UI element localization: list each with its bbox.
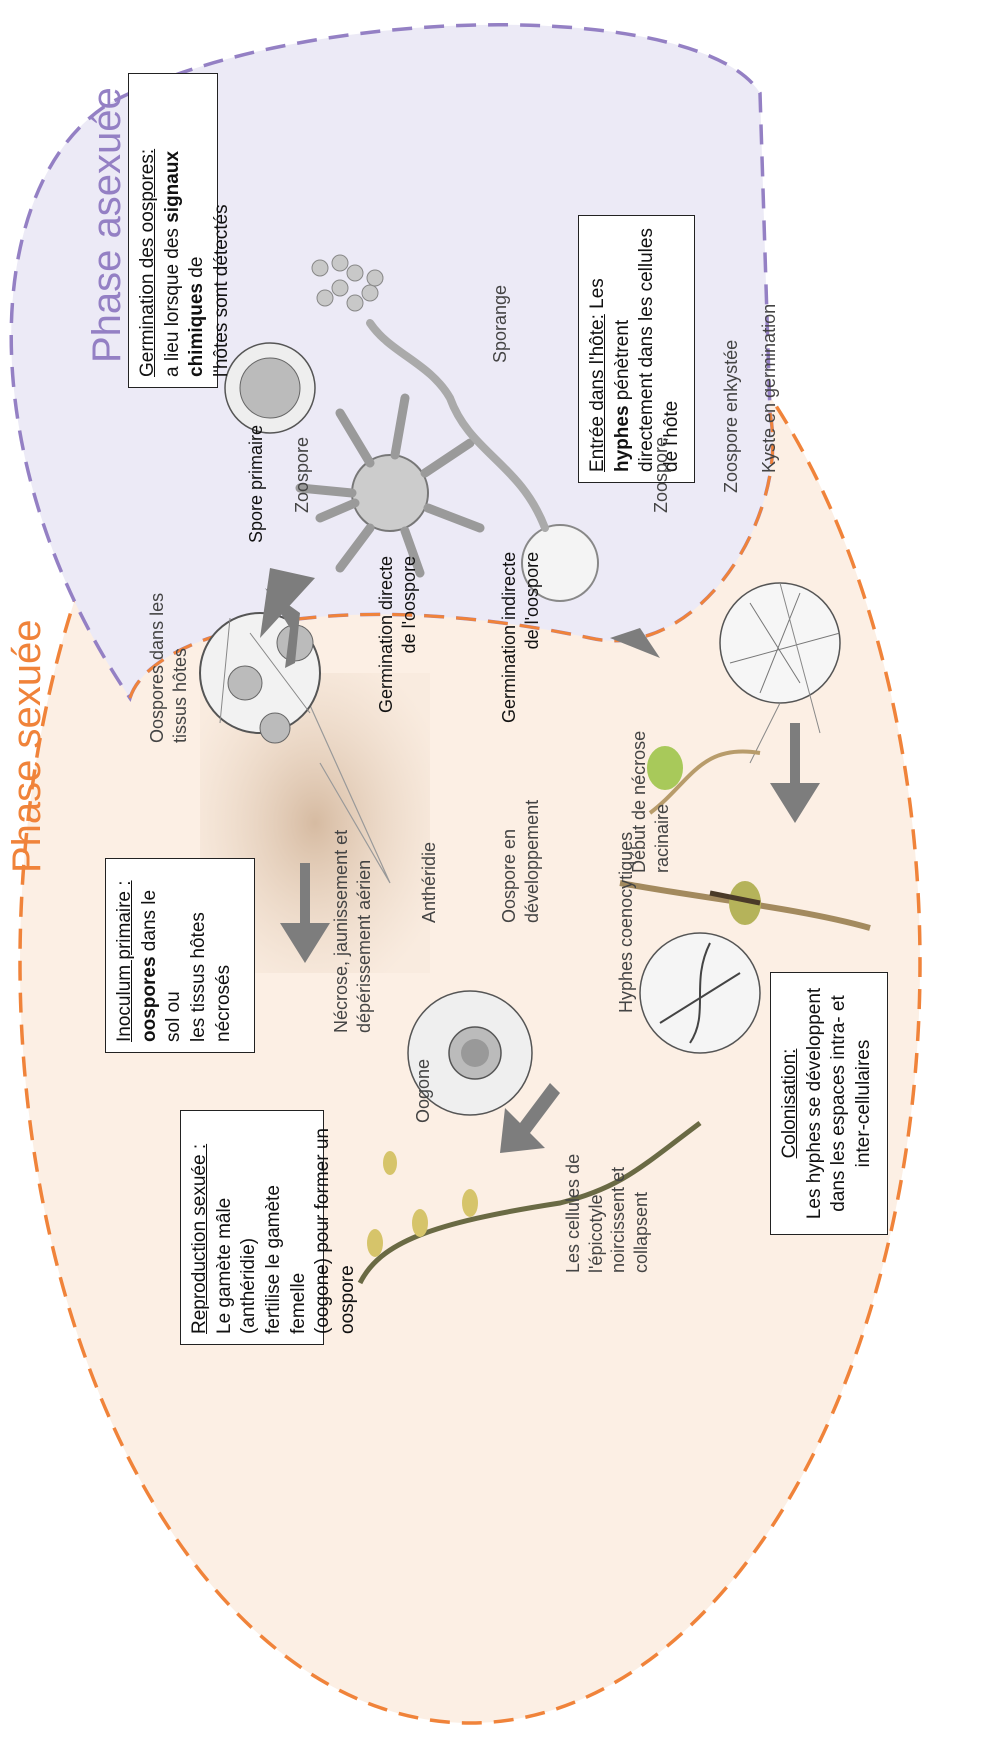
label-germ-indirecte-line-2: de l'oospore (521, 552, 544, 723)
asexual-phase-title: Phase asexuée (85, 87, 130, 363)
inoculum-rest-3: nécrosés (212, 869, 237, 1042)
germination-line-1: a lieu lorsque des (162, 223, 183, 377)
label-oospores-tissus: Oospores dans les tissus hôtes (146, 593, 191, 743)
reproduction-line-1: Le gamète mâle (anthéridie) (213, 1121, 262, 1334)
label-oogone: Oogone (412, 1059, 435, 1123)
label-oospore-dev: Oospore en développement (498, 800, 543, 923)
label-epicotyle-line-2: l'épicotyle (585, 1154, 608, 1273)
germination-line-1-end: de (186, 257, 207, 283)
germination-line-2: l'hôtes sont détectés (210, 84, 235, 377)
inoculum-box: Inoculum primaire : oospores dans le sol… (105, 858, 255, 1053)
colonisation-line-1: Les hyphes se développent (803, 983, 828, 1224)
colonisation-line-2: dans les espaces intra- et (827, 983, 852, 1224)
label-epicotyle-line-3: noircissent et (607, 1154, 630, 1273)
primary-spore-magnifier (225, 343, 315, 433)
germination-box: Germination des oospores: a lieu lorsque… (128, 73, 218, 388)
label-oospores-tissus-line-1: Oospores dans les (146, 593, 169, 743)
label-zoospore-enkystee: Zoospore enkystée (720, 340, 743, 493)
label-antheridie: Anthéridie (418, 842, 441, 923)
inoculum-rest-2: les tissus hôtes (187, 869, 212, 1042)
colonisation-magnifier (640, 933, 760, 1053)
label-zoospore-top: Zoospore (291, 437, 314, 513)
colonisation-line-3: inter-cellulaires (852, 983, 877, 1224)
colonisation-box: Colonisation: Les hyphes se développent … (770, 972, 888, 1235)
entry-after-heading: Les (587, 278, 608, 314)
label-kyste-germination: Kyste en germination (758, 304, 781, 473)
entry-line-4: de l'hôte (660, 226, 685, 472)
label-oospore-dev-line-1: Oospore en (498, 800, 521, 923)
label-necrose: Nécrose, jaunissement et dépérissement a… (330, 830, 375, 1033)
label-oospores-tissus-line-2: tissus hôtes (169, 593, 192, 743)
germination-heading: Germination des oospores: (136, 84, 161, 377)
label-epicotyle-line-4: collapsent (630, 1154, 653, 1273)
reproduction-box: Reproduction sexuée : Le gamète mâle (an… (180, 1110, 324, 1345)
inoculum-bold: oospores (139, 956, 160, 1042)
label-germ-directe-line-2: de l'oospore (398, 556, 421, 713)
label-zoospore-right: Zoospore (650, 437, 673, 513)
label-germ-directe-line-1: Germination directe (375, 556, 398, 713)
entry-line-3: directement dans les cellules (635, 226, 660, 472)
entry-heading: Entrée dans l'hôte: (587, 314, 608, 472)
label-necrose-line-2: dépérissement aérien (353, 830, 376, 1033)
entry-box: Entrée dans l'hôte: Les hyphes pénètrent… (578, 215, 695, 483)
inoculum-heading: Inoculum primaire : (113, 869, 138, 1042)
entry-bold: hyphes (612, 405, 633, 472)
reproduction-heading: Reproduction sexuée : (188, 1121, 213, 1334)
label-germ-indirecte: Germination indirecte de l'oospore (498, 552, 543, 723)
label-spore-primaire: Spore primaire (245, 425, 268, 543)
label-hyphes-coeno: Hyphes coenocytiques (615, 832, 638, 1013)
label-sporange: Sporange (489, 285, 512, 363)
reproduction-line-2: fertilise le gamète femelle (262, 1121, 311, 1334)
reproduction-line-3: (oogone) pour former un (311, 1121, 336, 1334)
label-germ-directe: Germination directe de l'oospore (375, 556, 420, 713)
sexual-phase-title: Phase sexuée (5, 619, 50, 873)
label-epicotyle: Les cellules de l'épicotyle noircissent … (562, 1154, 652, 1273)
label-debut-necrose-line-2: racinaire (651, 731, 674, 873)
colonisation-heading: Colonisation: (778, 983, 803, 1224)
label-germ-indirecte-line-1: Germination indirecte (498, 552, 521, 723)
entry-line-2: pénètrent (612, 320, 633, 406)
label-oospore-dev-line-2: développement (521, 800, 544, 923)
label-necrose-line-1: Nécrose, jaunissement et (330, 830, 353, 1033)
label-epicotyle-line-1: Les cellules de (562, 1154, 585, 1273)
reproduction-line-4: oospore (336, 1121, 361, 1334)
